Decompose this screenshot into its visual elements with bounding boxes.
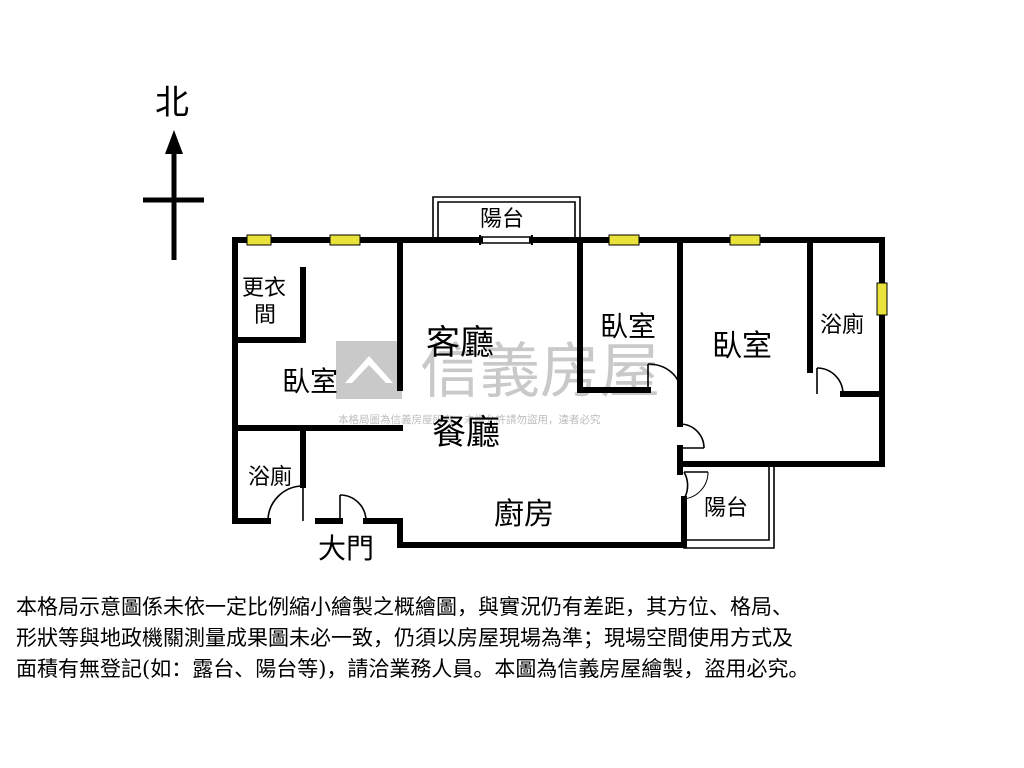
main-entrance-label: 大門 [318,532,374,565]
doors [267,363,844,522]
dressing-room-label-1: 更衣 [242,276,286,301]
dressing-room-label-2: 間 [254,303,276,328]
bathroom-right-label: 浴廁 [820,313,864,338]
disclaimer-line-3: 面積有無登記(如：露台、陽台等)，請洽業務人員。本圖為信義房屋繪製，盜用必究。 [16,657,810,681]
north-arrow-icon [165,130,183,154]
balcony-top-label: 陽台 [480,207,524,232]
disclaimer-text: 本格局示意圖係未依一定比例縮小繪製之概繪圖，與實況仍有差距，其方位、格局、 形狀… [16,592,1012,685]
bedroom-right-label: 臥室 [712,329,772,364]
dining-room-label: 餐廳 [432,413,500,453]
kitchen-label: 廚房 [494,497,554,532]
north-label: 北 [155,83,189,123]
bedroom-left-label: 臥室 [282,365,338,398]
balcony-sliding-door [479,235,533,245]
watermark-logo [336,341,402,399]
balcony-bottom-label: 陽台 [704,496,748,521]
disclaimer-line-2: 形狀等與地政機關測量成果圖未必一致，仍須以房屋現場為準；現場空間使用方式及 [16,626,793,650]
windows [246,234,888,316]
living-room-label: 客廳 [426,323,494,363]
disclaimer-line-1: 本格局示意圖係未依一定比例縮小繪製之概繪圖，與實況仍有差距，其方位、格局、 [16,595,793,619]
watermark-brand: 信義房屋 [420,337,660,407]
watermark-notice: 本格局圖為信義房屋所有，未經允許請勿盜用，違者必究 [338,413,601,426]
floor-plan: 北 信義房屋 本格局圖為信義房屋所有，未經允許請勿盜用，違者必究 [143,83,888,565]
bedroom-middle-label: 臥室 [600,310,656,343]
room-labels: 更衣 間 臥室 浴廁 大門 客廳 餐廳 廚房 臥室 臥室 浴廁 陽台 陽台 [242,207,864,565]
bathroom-left-label: 浴廁 [248,465,292,490]
north-compass: 北 [143,83,204,260]
watermark: 信義房屋 本格局圖為信義房屋所有，未經允許請勿盜用，違者必究 [336,337,660,426]
walls [232,237,885,548]
